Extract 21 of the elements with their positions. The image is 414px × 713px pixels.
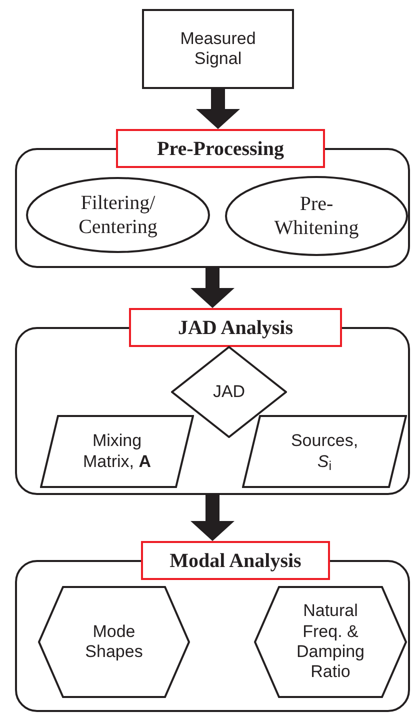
arrow (190, 268, 234, 308)
arrow (196, 89, 240, 129)
section-title: JAD Analysis (129, 308, 342, 347)
output-hexagon (254, 586, 407, 698)
process-ellipse (26, 177, 210, 253)
process-box (142, 9, 294, 89)
node-label: Sources, S$_{i}$ (290, 431, 360, 472)
arrow (190, 495, 234, 541)
node-label: Natural Freq. & Damping Ratio (295, 601, 366, 683)
node-label: JAD (212, 382, 246, 402)
section-title: Pre-Processing (116, 129, 325, 168)
node-label: Measured Signal (179, 28, 257, 70)
node-label: Filtering/ Centering (78, 191, 158, 239)
decision-diamond (171, 346, 287, 438)
data-parallelogram (242, 415, 407, 488)
node-label: Mode Shapes (84, 622, 144, 662)
node-label: Pre- Whitening (273, 192, 360, 240)
node-label: Mixing Matrix, A (82, 431, 152, 472)
section-title: Modal Analysis (141, 541, 330, 580)
output-hexagon (38, 586, 190, 698)
process-ellipse (225, 176, 408, 256)
